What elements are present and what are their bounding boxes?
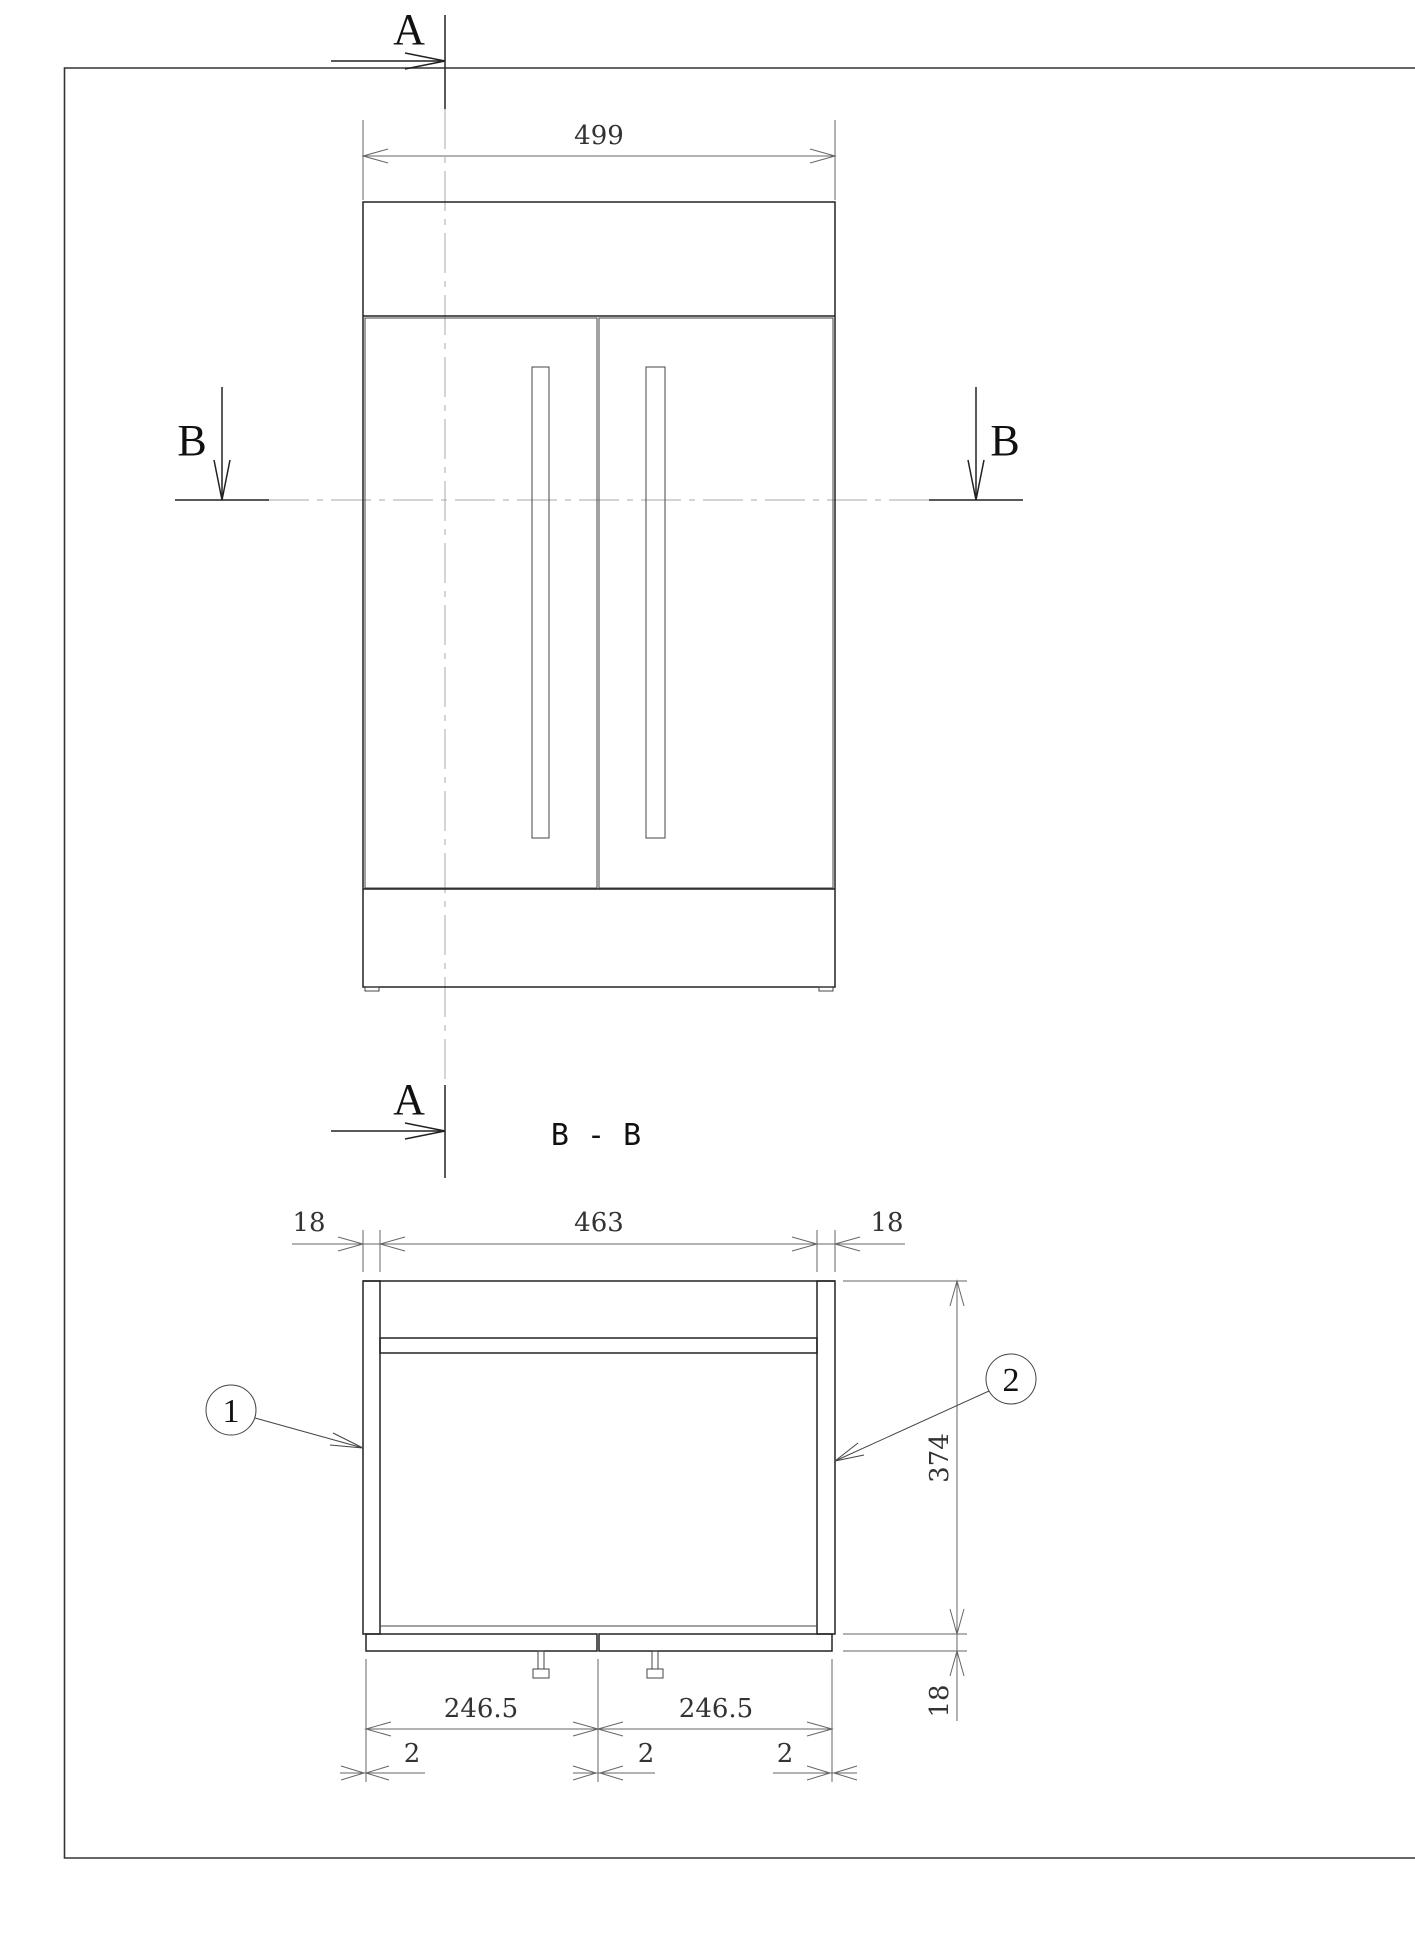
foot-left: [364, 986, 380, 992]
section-line-a: A A: [331, 5, 446, 1178]
left-side-panel: [362, 1280, 381, 1635]
dimension-text: 2: [638, 1739, 655, 1769]
section-title: B - B: [551, 1118, 641, 1153]
callout-1: 1: [205, 1384, 364, 1449]
section-label-b-left: B: [177, 416, 206, 465]
dimension-door-widths: 246.5 246.5 2 2 2: [340, 1659, 858, 1782]
arrow-icon: [331, 52, 446, 1140]
dimension-text: 246.5: [679, 1694, 753, 1724]
dimension-text: 2: [777, 1739, 794, 1769]
drawing-frame: [63, 67, 1415, 1859]
shelf: [379, 1337, 818, 1354]
door-right: [598, 317, 834, 889]
section-label-b-right: B: [990, 416, 1019, 465]
dimension-text: 2: [404, 1739, 421, 1769]
dimension-text: 463: [574, 1208, 624, 1238]
section-label-a-top: A: [393, 5, 425, 54]
callout-number: 1: [223, 1393, 240, 1430]
callout-2: 2: [834, 1353, 1037, 1462]
door-left-section: [365, 1633, 598, 1652]
handle-leg-right: [646, 1650, 664, 1679]
cabinet-section-view: [362, 1280, 836, 1679]
dimension-top-widths: 18 463 18: [292, 1208, 905, 1272]
handle-leg-left: [532, 1650, 550, 1679]
dimension-text: 246.5: [444, 1694, 518, 1724]
dimension-text: 499: [574, 121, 624, 151]
dimension-text: 18: [870, 1208, 903, 1238]
dimension-heights: 374 18: [843, 1279, 967, 1721]
section-label-a-bottom: A: [393, 1075, 425, 1124]
handle-left: [531, 366, 550, 839]
callout-number: 2: [1003, 1362, 1020, 1399]
foot-right: [818, 986, 834, 992]
dimension-text: 18: [292, 1208, 325, 1238]
dimension-text: 374: [925, 1433, 955, 1483]
handle-right: [645, 366, 666, 839]
door-left: [364, 317, 598, 889]
door-right-section: [598, 1633, 833, 1652]
dimension-text: 18: [925, 1684, 955, 1717]
dimension-overall-width: 499: [361, 120, 837, 200]
right-side-panel: [816, 1280, 836, 1635]
cabinet-front-view: [362, 201, 836, 992]
